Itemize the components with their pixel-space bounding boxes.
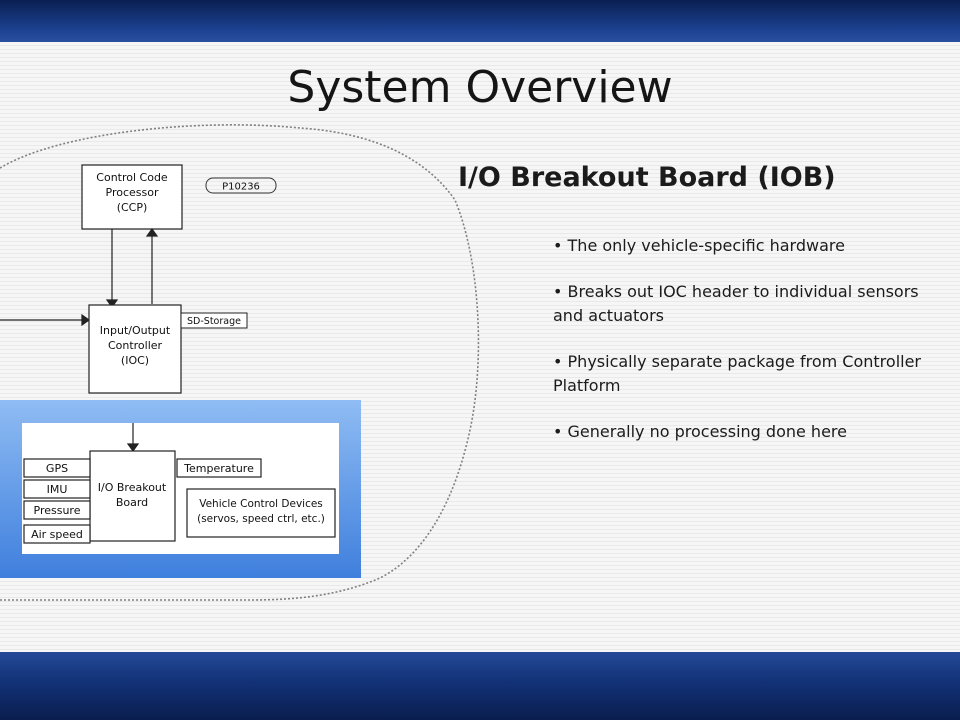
ccp-label-line-3: (CCP) <box>117 201 148 214</box>
sensor-box-airspeed: Air speed <box>23 524 91 544</box>
slide-title: System Overview <box>287 62 673 113</box>
vehicle-control-line-2: (servos, speed ctrl, etc.) <box>197 513 325 525</box>
external-input-arrow <box>0 313 91 327</box>
sensor-box-imu: IMU <box>23 479 91 499</box>
project-id-label: P10236 <box>205 177 277 194</box>
bullet-item: The only vehicle-specific hardware <box>553 234 923 258</box>
ioc-box: Input/Output Controller (IOC) <box>88 304 182 394</box>
sensor-label-airspeed: Air speed <box>31 528 83 541</box>
ioc-label-line-2: Controller <box>108 339 163 352</box>
sd-storage-box: SD-Storage <box>180 312 248 329</box>
vehicle-control-line-1: Vehicle Control Devices <box>199 498 323 510</box>
bottom-band <box>0 652 960 720</box>
sensor-label-imu: IMU <box>47 483 68 496</box>
iob-label-line-1: I/O Breakout <box>98 481 167 494</box>
top-band <box>0 0 960 42</box>
iob-label-line-2: Board <box>116 496 148 509</box>
bullet-item: Breaks out IOC header to individual sens… <box>553 280 923 328</box>
bullet-list: The only vehicle-specific hardware Break… <box>553 234 923 466</box>
sensor-label-pressure: Pressure <box>34 504 81 517</box>
ccp-box: Control Code Processor (CCP) <box>81 164 183 230</box>
bullet-item: Generally no processing done here <box>553 420 923 444</box>
temperature-label: Temperature <box>183 462 254 475</box>
vehicle-control-box: Vehicle Control Devices (servos, speed c… <box>186 488 336 538</box>
iob-box: I/O Breakout Board <box>89 450 176 542</box>
temperature-box: Temperature <box>176 458 262 478</box>
sensor-box-pressure: Pressure <box>23 500 91 520</box>
ccp-label-line-2: Processor <box>106 186 159 199</box>
section-heading: I/O Breakout Board (IOB) <box>458 162 836 193</box>
ioc-label-line-3: (IOC) <box>121 354 149 367</box>
project-id-text: P10236 <box>222 182 260 193</box>
ioc-label-line-1: Input/Output <box>100 324 171 337</box>
sensor-label-gps: GPS <box>46 462 68 475</box>
ioc-iob-arrow <box>126 423 140 453</box>
sensor-box-gps: GPS <box>23 458 91 478</box>
ccp-label-line-1: Control Code <box>96 171 168 184</box>
bullet-item: Physically separate package from Control… <box>553 350 923 398</box>
ccp-ioc-arrows <box>105 227 159 309</box>
sd-storage-label: SD-Storage <box>187 316 241 327</box>
